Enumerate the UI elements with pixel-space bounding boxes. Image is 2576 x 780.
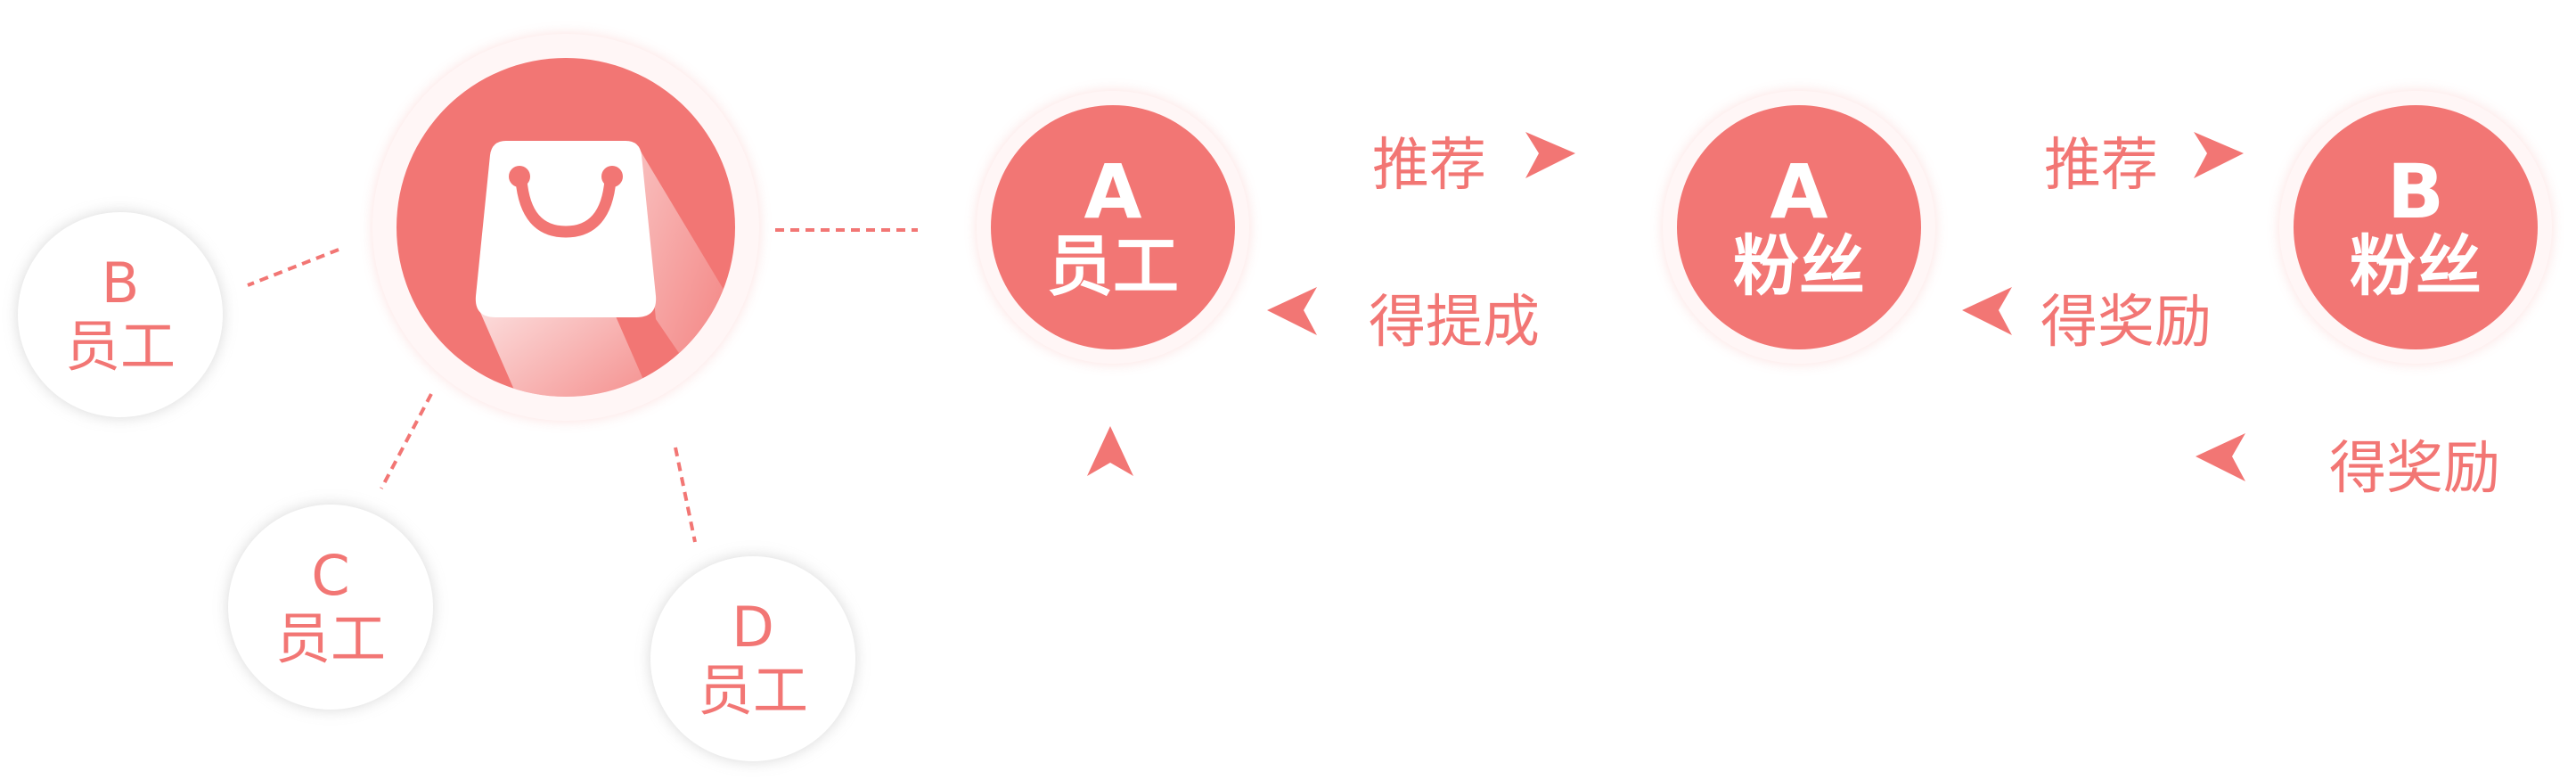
employee-c-node: C 员工	[228, 505, 433, 710]
employee-d-letter: D	[732, 594, 774, 660]
fan-b-node: B 粉丝	[2279, 91, 2552, 364]
employee-b-role: 员工	[64, 314, 176, 379]
flow-label-reward-2: 得奖励	[2329, 436, 2500, 502]
flow-label-commission: 得提成	[1369, 290, 1540, 356]
arrow-up-icon	[1087, 426, 1133, 476]
connector-store-to-employee-d	[674, 447, 697, 543]
employee-a-node: A 员工	[977, 91, 1249, 364]
fan-b-letter: B	[2386, 147, 2445, 235]
fan-b-inner: B 粉丝	[2294, 105, 2538, 349]
employee-d-role: 员工	[697, 658, 808, 723]
arrow-left-icon-3	[2196, 433, 2245, 481]
employee-a-letter: A	[1084, 147, 1142, 235]
flow-label-recommend-2: 推荐	[2044, 133, 2158, 199]
shopping-bag-icon	[397, 58, 735, 397]
employee-c-letter: C	[311, 542, 350, 608]
arrow-right-icon-1	[1525, 132, 1575, 178]
connector-store-to-employee-b	[247, 248, 339, 287]
store-node	[372, 34, 759, 421]
employee-b-letter: B	[101, 250, 140, 316]
employee-d-node: D 员工	[650, 556, 855, 761]
employee-b-node: B 员工	[18, 212, 223, 417]
flow-label-recommend-1: 推荐	[1372, 133, 1486, 199]
employee-a-role: 员工	[1047, 228, 1179, 306]
employee-c-role: 员工	[274, 606, 386, 671]
fan-a-inner: A 粉丝	[1677, 105, 1921, 349]
arrow-left-icon-2	[1962, 287, 2012, 335]
fan-a-role: 粉丝	[1733, 228, 1865, 306]
connector-store-to-employee-c	[380, 393, 433, 489]
fan-a-node: A 粉丝	[1663, 91, 1935, 364]
flow-label-reward-1: 得奖励	[2040, 290, 2212, 356]
fan-a-letter: A	[1770, 147, 1828, 235]
arrow-left-icon-1	[1267, 287, 1317, 335]
fan-b-role: 粉丝	[2350, 228, 2482, 306]
arrow-right-icon-2	[2194, 132, 2244, 178]
employee-a-inner: A 员工	[991, 105, 1235, 349]
